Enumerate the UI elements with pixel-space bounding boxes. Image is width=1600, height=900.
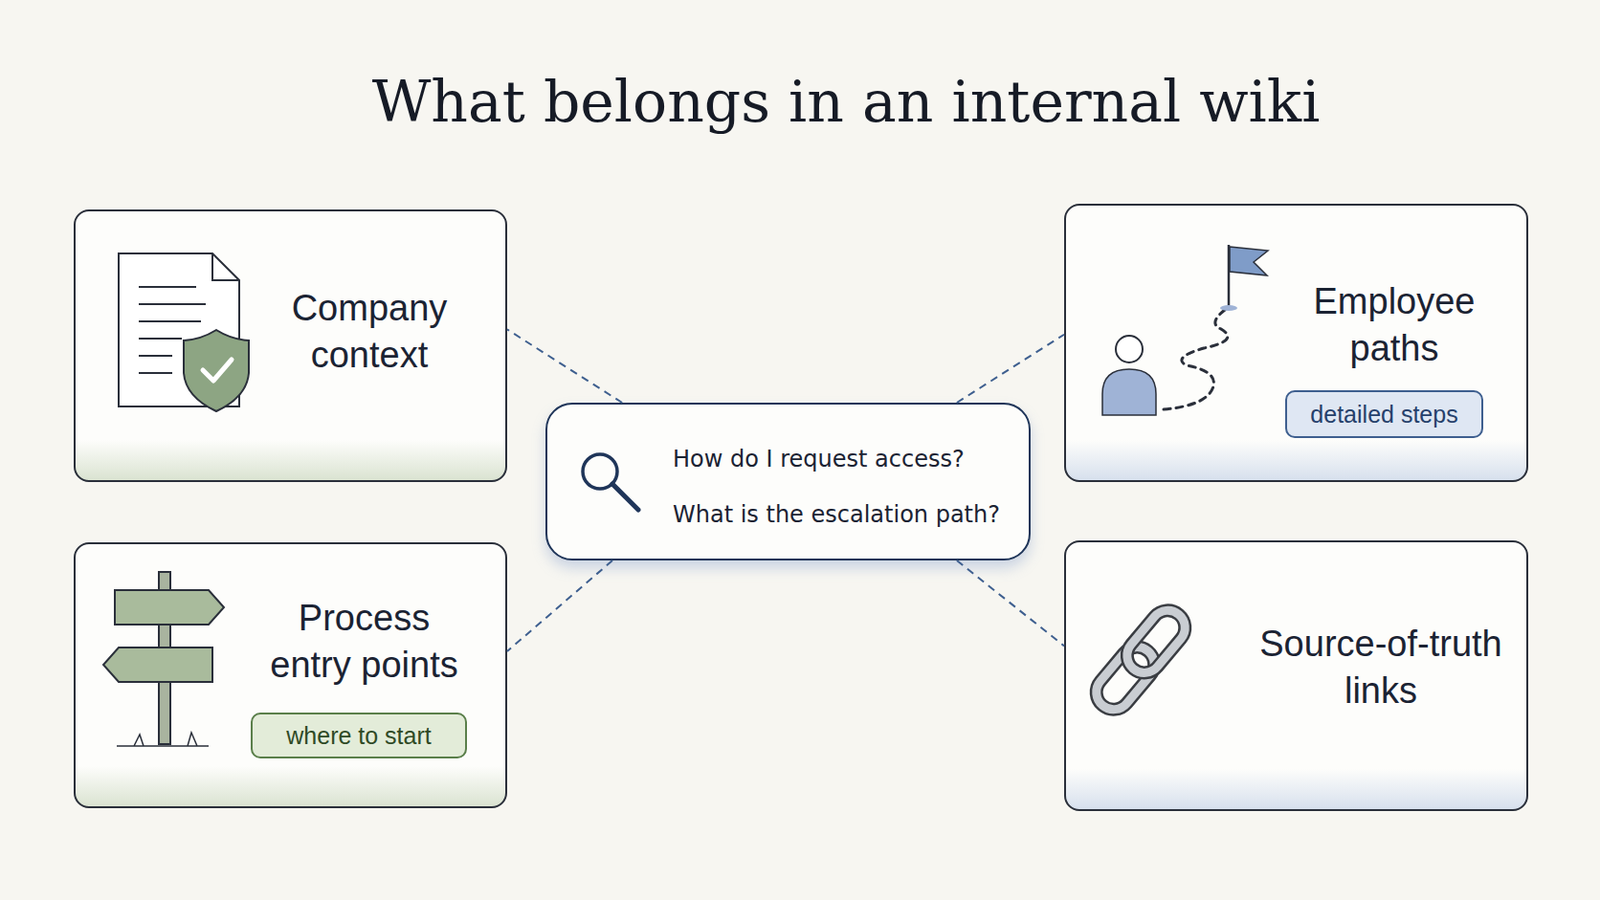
links-card: Source-of-truth links bbox=[1064, 540, 1529, 812]
tag-pill: detailed steps bbox=[1285, 390, 1484, 439]
dashed-connector bbox=[507, 560, 613, 652]
tag-pill: where to start bbox=[250, 712, 467, 759]
paths-card: Employee paths detailed steps bbox=[1064, 203, 1529, 483]
path-icon bbox=[1102, 244, 1268, 416]
node-text: Company context bbox=[273, 285, 466, 379]
title: What belongs in an internal wiki bbox=[271, 66, 1421, 136]
node-text: How do I request access? bbox=[672, 443, 1018, 476]
context-card: Company context bbox=[73, 209, 508, 483]
node-text: Source-of-truth links bbox=[1251, 621, 1511, 715]
chain-icon bbox=[1088, 603, 1192, 717]
document-icon bbox=[118, 253, 249, 412]
dashed-connector bbox=[507, 329, 623, 403]
dashed-connector bbox=[956, 334, 1065, 403]
signpost-icon bbox=[103, 572, 224, 747]
question-box: How do I request access? What is the esca… bbox=[545, 402, 1031, 561]
dashed-connector bbox=[956, 560, 1065, 646]
node-text: Process entry points bbox=[261, 595, 467, 689]
node-text: What is the escalation path? bbox=[672, 498, 1018, 532]
node-text: where to start bbox=[286, 721, 431, 751]
node-text: detailed steps bbox=[1310, 400, 1458, 429]
process-card: Process entry points where to start bbox=[73, 542, 508, 809]
magnifier-icon bbox=[582, 454, 639, 511]
node-text: Employee paths bbox=[1298, 278, 1490, 373]
